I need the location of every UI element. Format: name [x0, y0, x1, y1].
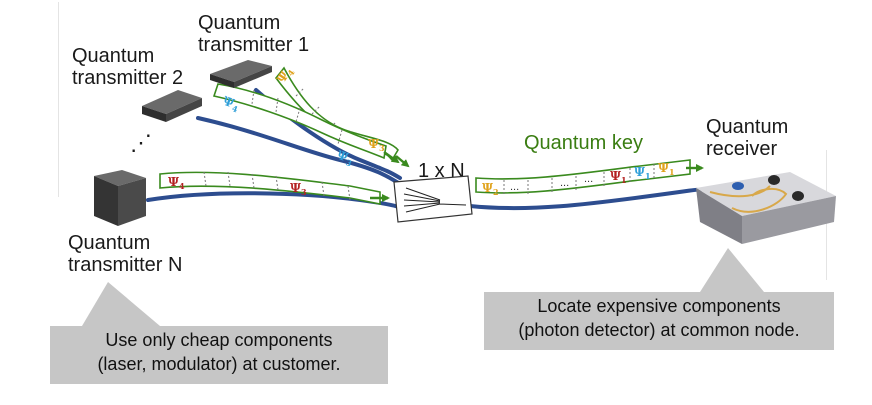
psi-key-1-yellow: Ψ1 — [658, 161, 675, 177]
psi-txn-4: Ψ4 — [168, 175, 185, 191]
left-callout: Use only cheap components (laser, modula… — [50, 326, 388, 384]
frame-line-left — [58, 2, 59, 197]
transmitter-1-device — [210, 60, 272, 88]
transmitter-n-label-line1: Quantum — [68, 232, 151, 254]
transmitter-n-label-line2: transmitter N — [68, 254, 183, 276]
left-callout-line1: Use only cheap components — [105, 330, 333, 350]
transmitter-2-label-line1: Quantum — [72, 45, 155, 67]
psi-tx2-4: Ψ4 — [220, 94, 241, 115]
right-callout-line2: (photon detector) at common node. — [518, 320, 800, 340]
quantum-key-label: Quantum key — [524, 132, 643, 154]
psi-tx1-3: Ψ3 — [368, 137, 385, 153]
pulse-strip-tx2 — [212, 83, 400, 164]
fiber-trunk — [468, 187, 702, 211]
transmitter-2-label-line2: transmitter 2 — [72, 67, 184, 89]
transmitter-n-label: Quantum transmitter N — [68, 232, 182, 276]
psi-key-2: Ψ2 — [482, 181, 499, 197]
receiver-device — [696, 172, 836, 244]
left-callout-line2: (laser, modulator) at customer. — [97, 354, 341, 374]
receiver-label-line1: Quantum — [706, 116, 789, 138]
transmitter-1-label: Quantum transmitter 1 — [198, 12, 309, 56]
psi-tx1-4: Ψ4 — [274, 64, 297, 87]
pulse-strip-txn — [159, 171, 390, 205]
left-callout-pointer — [82, 282, 160, 326]
key-ellipsis-1: ... — [510, 181, 519, 193]
transmitter-2-label: Quantum transmitter 2 — [72, 45, 183, 89]
ellipsis-dots: ⋰ — [130, 130, 152, 155]
transmitter-1-label-line2: transmitter 1 — [198, 34, 310, 56]
receiver-label: Quantum receiver — [706, 116, 788, 160]
receiver-label-line2: receiver — [706, 138, 778, 160]
key-ellipsis-2: ... — [560, 177, 569, 189]
key-stream-strip — [475, 159, 704, 194]
transmitter-1-label-line1: Quantum — [198, 12, 281, 34]
psi-key-1-blue: Ψ1 — [634, 165, 651, 181]
right-callout: Locate expensive components (photon dete… — [484, 292, 834, 350]
psi-txn-3: Ψ3 — [290, 181, 307, 197]
key-ellipsis-3: ... — [584, 173, 593, 185]
right-callout-pointer — [700, 248, 764, 292]
transmitter-2-device — [142, 90, 202, 122]
fiber-tx2 — [196, 116, 402, 186]
transmitter-n-device — [94, 170, 146, 226]
psi-tx2-3: Ψ3 — [334, 148, 355, 169]
psi-key-1-red: Ψ1 — [610, 169, 627, 185]
splitter-device — [393, 175, 473, 223]
splitter-label: 1 x N — [418, 160, 465, 182]
right-callout-line1: Locate expensive components — [537, 296, 781, 316]
